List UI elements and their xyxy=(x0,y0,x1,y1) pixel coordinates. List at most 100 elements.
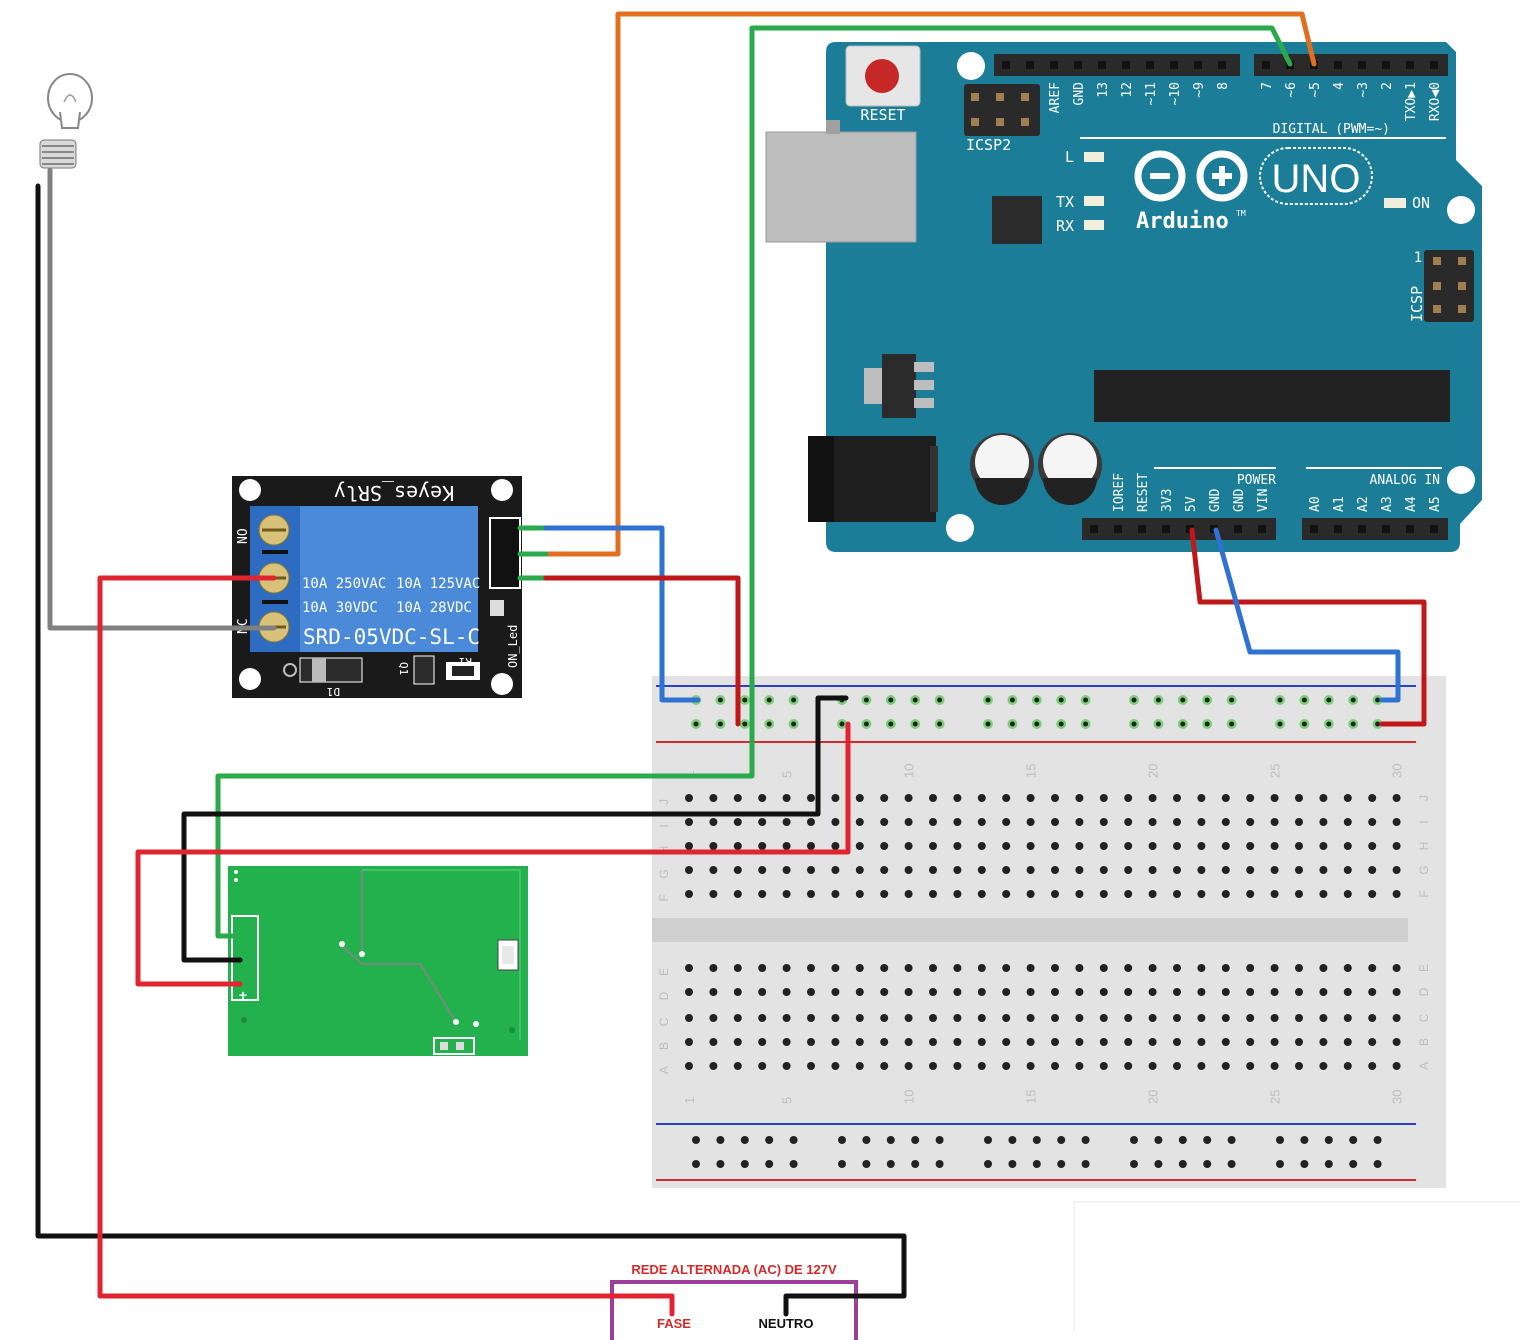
rail-hole-center xyxy=(1277,697,1283,703)
digital-title: DIGITAL (PWM=~) xyxy=(1273,122,1390,137)
rail-hole xyxy=(716,1136,725,1144)
row-label: D xyxy=(1417,987,1431,996)
rail-hole xyxy=(1373,1160,1382,1168)
breadboard-hole xyxy=(807,866,815,874)
breadboard-hole xyxy=(709,1062,718,1070)
breadboard-hole xyxy=(880,988,889,996)
sensor-module: + xyxy=(228,866,528,1056)
breadboard-hole xyxy=(953,964,962,972)
breadboard-hole xyxy=(977,842,986,850)
rail-hole xyxy=(935,1160,944,1168)
breadboard-hole xyxy=(1368,988,1377,996)
breadboard-hole xyxy=(1051,1062,1059,1070)
rail-hole-center xyxy=(1034,697,1040,703)
pin-hole xyxy=(1074,61,1082,69)
breadboard-hole xyxy=(1124,842,1133,850)
breadboard-hole xyxy=(1002,866,1011,874)
breadboard-hole xyxy=(1246,1014,1255,1022)
breadboard-hole xyxy=(1051,988,1059,996)
row-label: E xyxy=(657,968,671,976)
breadboard-hole xyxy=(1319,794,1328,802)
breadboard-hole xyxy=(1270,1062,1279,1070)
rail-hole xyxy=(1300,1160,1309,1168)
breadboard-hole xyxy=(1197,818,1206,826)
pin-hole xyxy=(1002,61,1010,69)
breadboard-hole xyxy=(1392,964,1401,972)
breadboard-hole xyxy=(1343,890,1352,898)
rail-hole xyxy=(1154,1136,1163,1144)
breadboard-hole xyxy=(1075,988,1084,996)
breadboard-hole xyxy=(709,1038,718,1046)
rail-hole xyxy=(789,1160,798,1168)
breadboard-hole xyxy=(1221,988,1230,996)
rail-hole-center xyxy=(1301,721,1307,727)
rail-hole-center xyxy=(1155,697,1161,703)
rail-hole xyxy=(1008,1136,1017,1144)
rail-hole xyxy=(1130,1136,1138,1144)
breadboard-hole xyxy=(807,1014,815,1022)
breadboard-hole xyxy=(1295,964,1303,972)
digital-pin-label: ~6 xyxy=(1284,82,1299,98)
breadboard-hole xyxy=(807,794,815,802)
analog-pin-label: A0 xyxy=(1308,496,1323,512)
breadboard-hole xyxy=(1392,842,1401,850)
breadboard-hole xyxy=(1051,964,1059,972)
wire-red-phase-to-com xyxy=(97,575,675,1317)
rail-hole-center xyxy=(888,697,894,703)
rail-hole-center xyxy=(1180,697,1186,703)
relay-brand-label: Keyes_SRly xyxy=(334,481,454,505)
breadboard-hole xyxy=(1075,842,1084,850)
breadboard-hole xyxy=(1173,794,1181,802)
breadboard-hole xyxy=(1392,1038,1401,1046)
pin-hole xyxy=(1138,525,1146,533)
breadboard-hole xyxy=(1319,1062,1328,1070)
digital-pin-label: ~5 xyxy=(1308,82,1323,98)
breadboard-hole xyxy=(929,794,937,802)
breadboard-hole xyxy=(904,1062,913,1070)
rail-hole-center xyxy=(1204,721,1210,727)
rail-hole xyxy=(1178,1136,1187,1144)
breadboard-hole xyxy=(1368,794,1377,802)
breadboard-hole xyxy=(1051,818,1059,826)
power-jack xyxy=(808,436,938,522)
breadboard-hole xyxy=(709,964,718,972)
breadboard-hole xyxy=(1319,818,1328,826)
mains-supply: REDE ALTERNADA (AC) DE 127V FASE NEUTRO xyxy=(610,1262,858,1340)
reset-label: RESET xyxy=(860,106,905,124)
rail-hole-center xyxy=(1009,697,1015,703)
breadboard-hole xyxy=(1221,818,1230,826)
breadboard-hole xyxy=(1148,1062,1157,1070)
breadboard-hole xyxy=(807,818,815,826)
breadboard-hole xyxy=(1075,964,1084,972)
breadboard-hole xyxy=(1148,964,1157,972)
wire-black-sensor-gnd xyxy=(181,695,849,963)
pin-hole xyxy=(1098,61,1106,69)
breadboard-hole xyxy=(1246,818,1255,826)
reset-button[interactable] xyxy=(845,45,921,107)
row-label: F xyxy=(657,894,671,901)
breadboard-hole xyxy=(1197,1062,1206,1070)
breadboard-hole xyxy=(1002,818,1011,826)
breadboard-hole xyxy=(1343,794,1352,802)
breadboard-hole xyxy=(733,964,742,972)
rail-hole xyxy=(1227,1136,1236,1144)
breadboard-hole xyxy=(929,842,937,850)
breadboard-hole xyxy=(1002,1062,1011,1070)
diode xyxy=(283,657,363,683)
breadboard-hole xyxy=(1270,988,1279,996)
transistor-q1 xyxy=(413,655,435,685)
rail-hole xyxy=(1178,1160,1187,1168)
column-number: 10 xyxy=(902,764,917,778)
pin-hole xyxy=(1114,525,1122,533)
pin-hole xyxy=(1050,61,1058,69)
row-label: B xyxy=(657,1042,671,1050)
breadboard-hole xyxy=(904,866,913,874)
breadboard-hole xyxy=(807,988,815,996)
breadboard-hole xyxy=(904,842,913,850)
breadboard-hole xyxy=(1002,988,1011,996)
rail-hole xyxy=(740,1136,749,1144)
breadboard-hole xyxy=(782,964,791,972)
mains-title: REDE ALTERNADA (AC) DE 127V xyxy=(631,1262,837,1277)
rail-hole-center xyxy=(1301,697,1307,703)
